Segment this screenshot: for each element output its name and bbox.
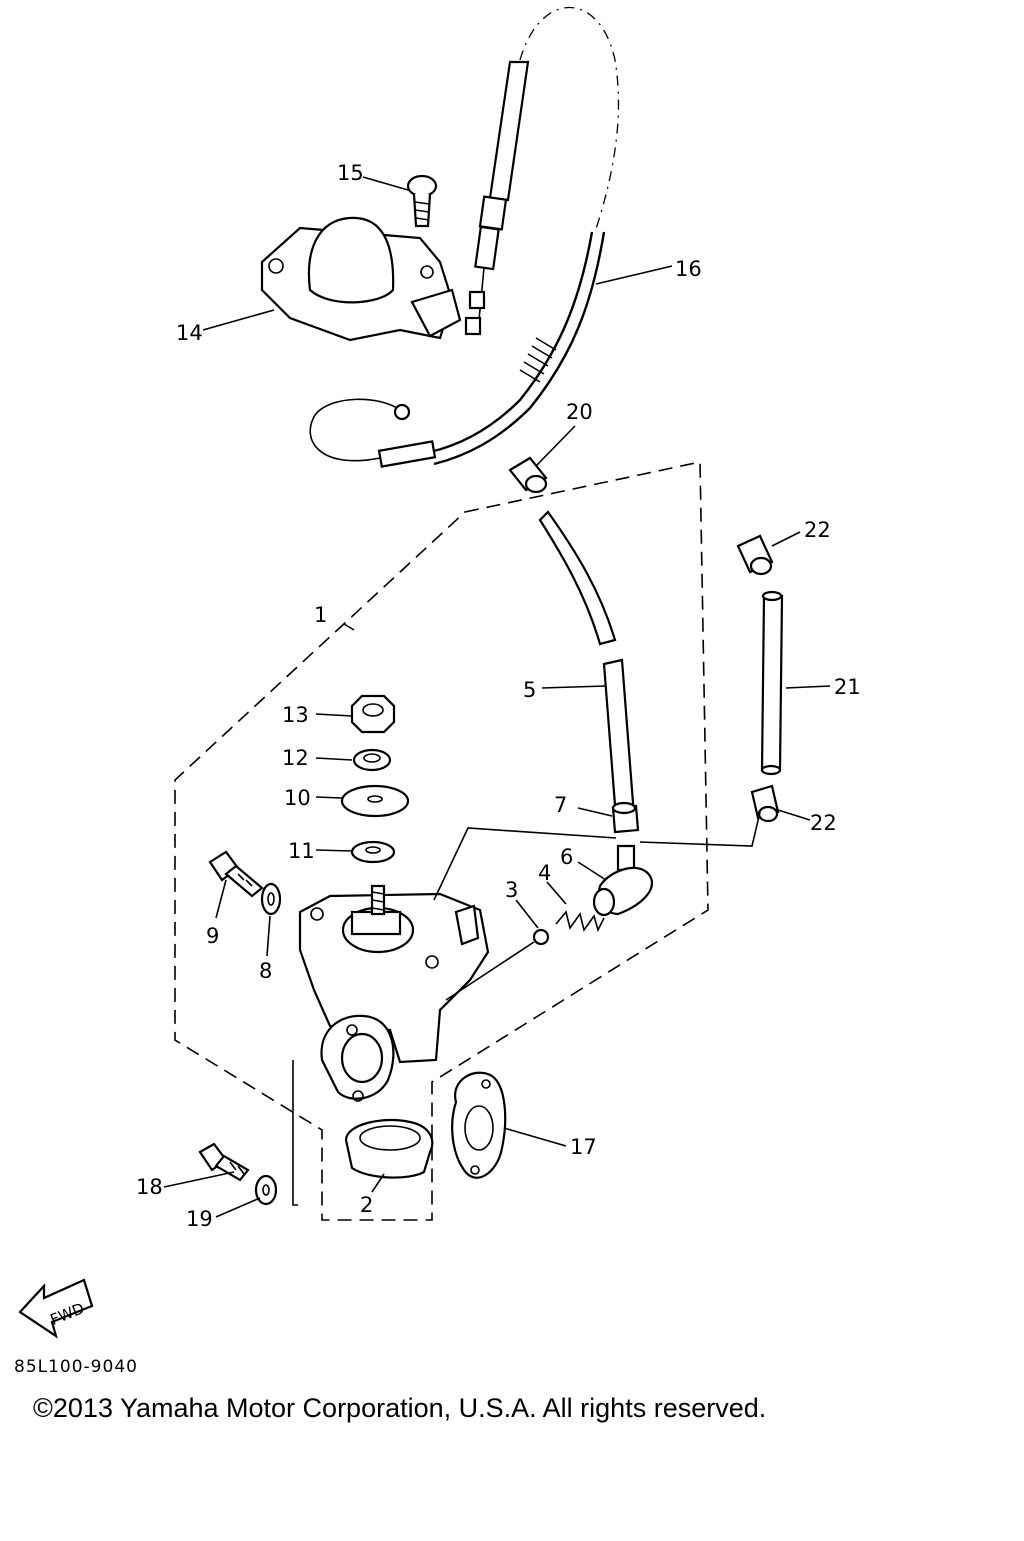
callout-6: 6 (560, 845, 573, 869)
part-9-bolt (208, 850, 264, 898)
part-22-sleeve-top (736, 534, 774, 576)
callout-7: 7 (554, 793, 567, 817)
callout-5: 5 (523, 678, 536, 702)
part-21-hose (760, 590, 784, 776)
callout-2: 2 (360, 1193, 373, 1217)
part-4-spring (555, 910, 605, 933)
callout-21: 21 (834, 675, 861, 699)
part-18-bolt (198, 1142, 250, 1182)
callout-19: 19 (186, 1207, 213, 1231)
callout-13: 13 (282, 703, 309, 727)
throttle-cable (464, 60, 530, 336)
callout-10: 10 (284, 786, 311, 810)
part-17-gasket (451, 1071, 507, 1179)
fwd-arrow-icon: FWD (18, 1278, 94, 1339)
part-14-cover (260, 216, 462, 342)
part-8-washer (260, 882, 282, 916)
part-19-washer (254, 1174, 278, 1206)
callout-22-bottom: 22 (810, 811, 837, 835)
callout-labels: 15 14 16 20 1 22 5 21 13 12 10 11 7 22 6… (136, 161, 861, 1231)
diagram-code: 85L100-9040 (14, 1357, 138, 1377)
callout-15: 15 (337, 161, 364, 185)
callout-4: 4 (538, 861, 551, 885)
part-3-ball (532, 928, 550, 946)
part-13-nut (350, 694, 396, 734)
callout-20: 20 (566, 400, 593, 424)
callout-18: 18 (136, 1175, 163, 1199)
part-22-sleeve-bottom (750, 784, 780, 823)
part-11-washer (350, 840, 396, 864)
oil-pump-body (298, 884, 490, 1102)
part-12-washer (352, 748, 392, 772)
copyright-notice: ©2013 Yamaha Motor Corporation, U.S.A. A… (33, 1393, 767, 1423)
callout-22-top: 22 (804, 518, 831, 542)
part-6-elbow (592, 844, 653, 917)
cable-path (519, 7, 620, 233)
callout-17: 17 (570, 1135, 597, 1159)
part-20-sleeve (508, 456, 548, 494)
leader-lines (163, 176, 831, 1218)
callout-8: 8 (259, 959, 272, 983)
seal-outline (292, 1060, 298, 1206)
callout-1: 1 (314, 603, 327, 627)
callout-16: 16 (675, 257, 702, 281)
assembly-outline (174, 461, 709, 1221)
routing-lines (433, 811, 761, 1001)
callout-11: 11 (288, 839, 315, 863)
part-5-hose (538, 510, 636, 820)
callout-14: 14 (176, 321, 203, 345)
callout-12: 12 (282, 746, 309, 770)
part-15-screw (406, 174, 438, 228)
part-7-sleeve (611, 801, 640, 834)
part-10-washer (340, 784, 410, 818)
part-2-seal (344, 1118, 434, 1179)
callout-3: 3 (505, 878, 518, 902)
part-16-hose (309, 231, 606, 468)
callout-9: 9 (206, 924, 219, 948)
